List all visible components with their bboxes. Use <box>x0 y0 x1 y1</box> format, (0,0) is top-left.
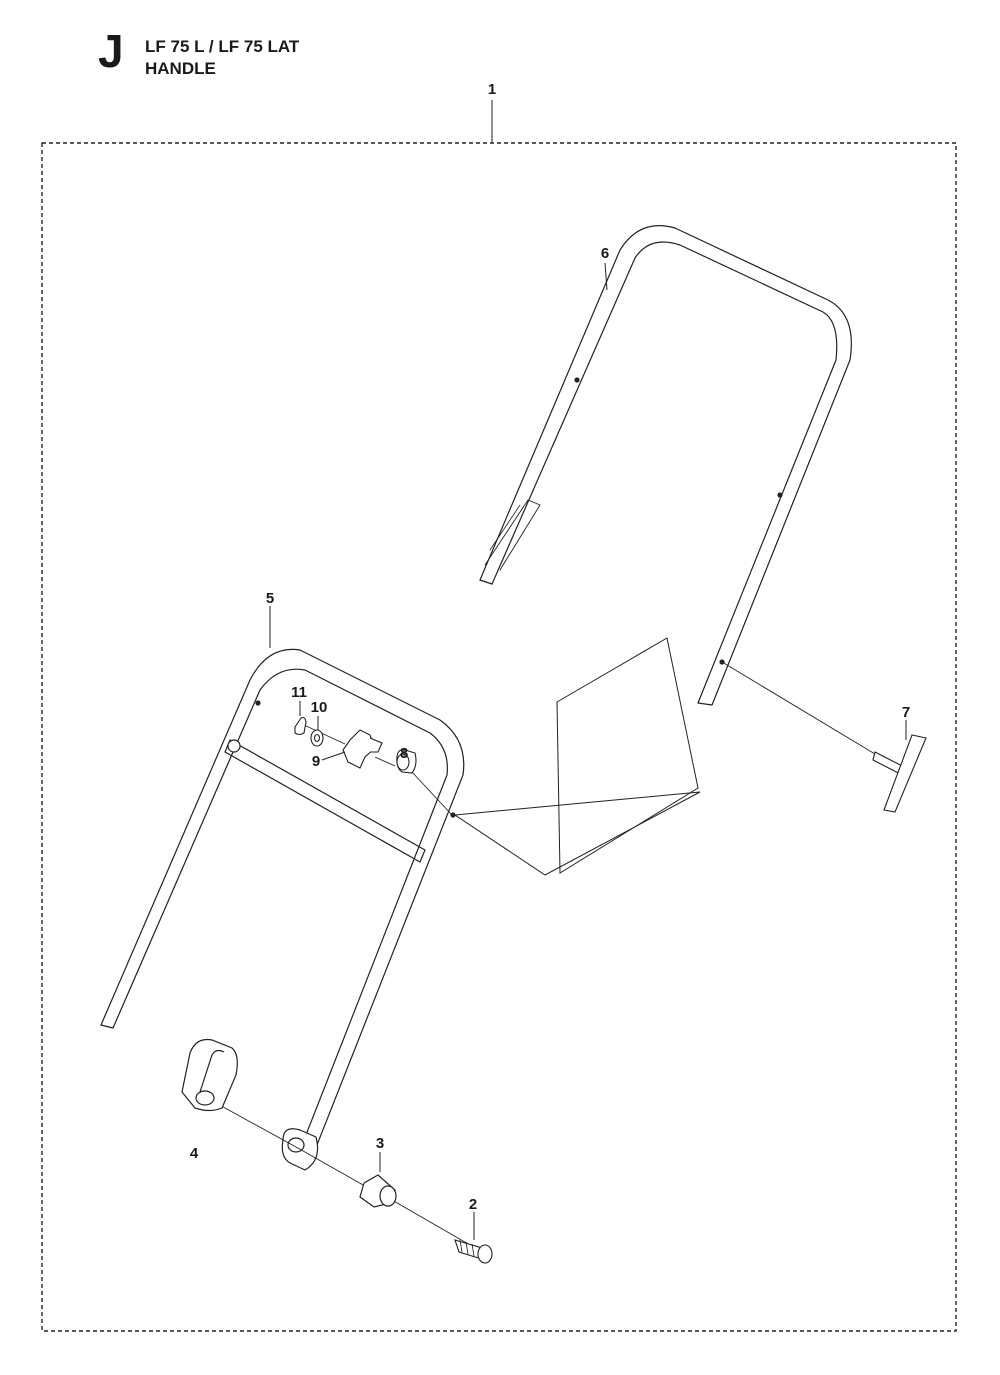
knob-part <box>342 729 383 769</box>
screw-part <box>454 1239 493 1264</box>
t-knob-part <box>872 734 927 813</box>
callout-leaders <box>269 262 907 1240</box>
callout-2: 2 <box>469 1196 477 1213</box>
callout-7: 7 <box>902 704 910 721</box>
callout-4: 4 <box>190 1145 199 1162</box>
lower-handle-part <box>100 648 465 1171</box>
part-group-title: HANDLE <box>145 59 216 78</box>
callout-3: 3 <box>376 1135 384 1152</box>
callout-8: 8 <box>400 745 408 762</box>
spacer-part <box>359 1174 397 1208</box>
callout-5: 5 <box>266 590 274 607</box>
cap-part <box>396 749 417 774</box>
section-letter: J <box>98 25 124 77</box>
assembly-lines <box>204 661 881 1246</box>
upper-handle-part <box>479 225 852 706</box>
clip-part <box>294 716 307 736</box>
washer-part <box>310 729 324 747</box>
callout-11: 11 <box>291 684 307 701</box>
callout-10: 10 <box>311 699 328 716</box>
assembly-boundary <box>41 142 957 1332</box>
callout-1: 1 <box>488 81 496 98</box>
assembly-plane-lower <box>453 791 701 876</box>
assembly-plane-upper <box>556 637 699 874</box>
callout-6: 6 <box>601 245 609 262</box>
callout-9: 9 <box>312 753 320 770</box>
model-title: LF 75 L / LF 75 LAT <box>145 37 300 56</box>
clamp-part <box>181 1038 238 1112</box>
